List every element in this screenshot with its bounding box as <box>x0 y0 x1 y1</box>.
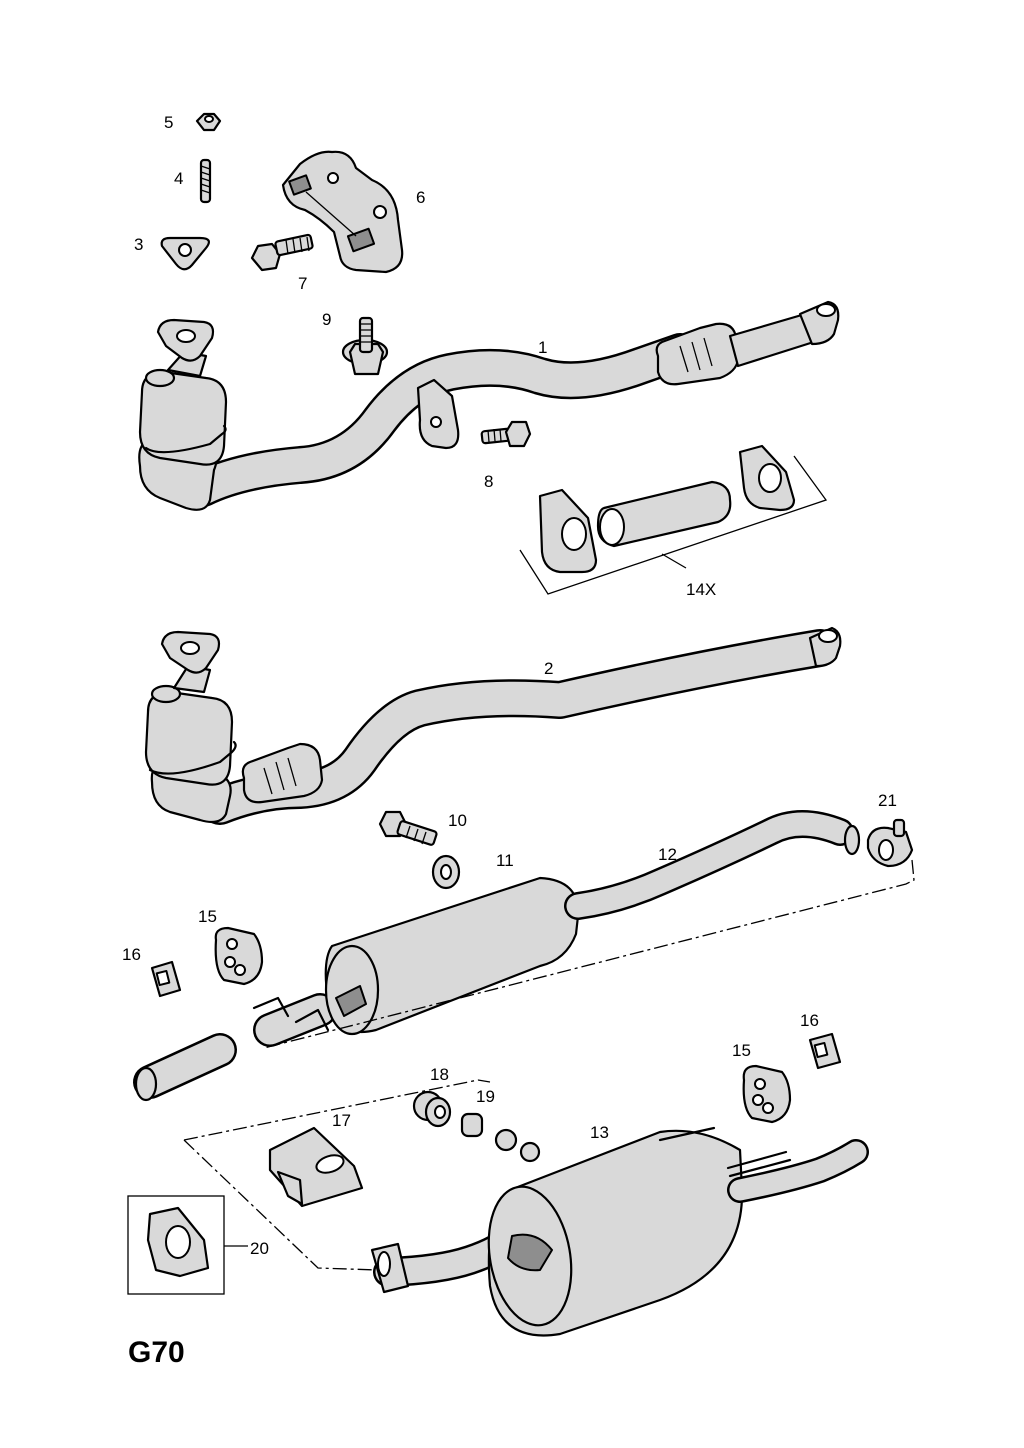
part-6-bracket[interactable] <box>281 150 404 274</box>
callout-15-right: 15 <box>732 1041 751 1060</box>
leader-line-14x <box>661 553 687 569</box>
part-3-gasket[interactable] <box>160 236 210 271</box>
part-21-clamp[interactable] <box>866 818 914 868</box>
callout-13: 13 <box>590 1123 609 1142</box>
callout-11: 11 <box>496 851 514 870</box>
callout-1: 1 <box>538 338 547 357</box>
part-5-nut[interactable] <box>195 112 222 132</box>
part-19-spacer[interactable] <box>460 1112 541 1163</box>
part-11-washer[interactable] <box>431 854 461 890</box>
callout-3: 3 <box>134 235 143 254</box>
part-7-bolt[interactable] <box>250 233 314 272</box>
part-20-clamp-box[interactable] <box>127 1195 248 1295</box>
alignment-line-17-to-13 <box>183 1079 491 1271</box>
callout-16-left: 16 <box>122 945 141 964</box>
callout-2: 2 <box>544 659 553 678</box>
callout-10: 10 <box>448 811 467 830</box>
callout-4: 4 <box>174 169 183 188</box>
part-17-heat-shield[interactable] <box>268 1126 364 1208</box>
part-10-bolt[interactable] <box>378 810 438 846</box>
part-14x-clamp-kit[interactable] <box>519 444 828 595</box>
callout-12: 12 <box>658 845 677 864</box>
callout-19: 19 <box>476 1087 495 1106</box>
part-9-nut-stud[interactable] <box>341 316 389 376</box>
part-2-front-pipe[interactable] <box>144 626 842 825</box>
alignment-line-21-to-16 <box>263 859 915 1049</box>
callout-14x: 14X <box>686 580 716 599</box>
callout-5: 5 <box>164 113 173 132</box>
part-13-rear-silencer[interactable] <box>370 1126 869 1337</box>
part-18-bush[interactable] <box>412 1090 452 1128</box>
part-15-rubber-mount-right[interactable] <box>742 1064 792 1124</box>
part-16-clip-left[interactable] <box>150 960 182 998</box>
callout-8: 8 <box>484 472 493 491</box>
callout-9: 9 <box>322 310 331 329</box>
part-8-bolt[interactable] <box>480 420 532 448</box>
part-4-stud[interactable] <box>199 158 212 204</box>
diagram-code: G70 <box>128 1336 185 1369</box>
callout-18: 18 <box>430 1065 449 1084</box>
callout-20: 20 <box>250 1239 269 1258</box>
part-1-front-pipe[interactable] <box>138 300 840 511</box>
part-12-centre-silencer[interactable] <box>133 810 861 1102</box>
callout-16-right: 16 <box>800 1011 819 1030</box>
part-15-rubber-mount-left[interactable] <box>214 926 264 986</box>
callout-6: 6 <box>416 188 425 207</box>
callout-15-left: 15 <box>198 907 217 926</box>
part-16-clip-right[interactable] <box>808 1032 842 1070</box>
callout-7: 7 <box>298 274 307 293</box>
callout-21: 21 <box>878 791 897 810</box>
callout-17: 17 <box>332 1111 351 1130</box>
